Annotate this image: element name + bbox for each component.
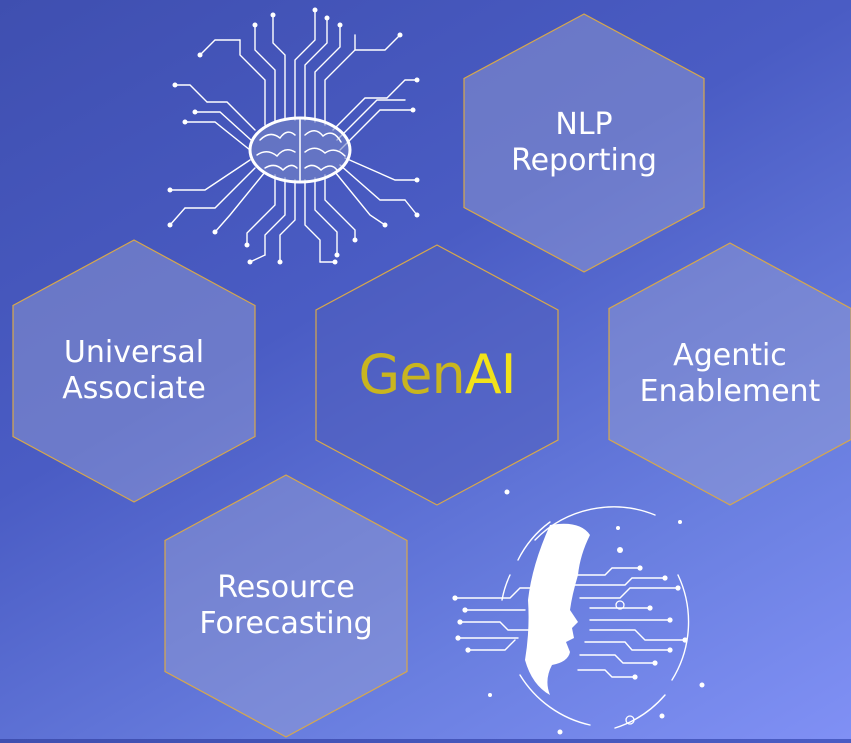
nlp-label-line2: Reporting bbox=[511, 143, 657, 178]
resource-label-line1: Resource bbox=[217, 570, 355, 605]
universal-label-line2: Associate bbox=[62, 371, 206, 406]
hexagon-shape bbox=[315, 244, 559, 506]
universal-label-line1: Universal bbox=[63, 335, 205, 370]
resource-label-line2: Forecasting bbox=[199, 606, 373, 641]
hexagon-nlp-reporting: NLP Reporting bbox=[463, 13, 705, 273]
hexagon-shape bbox=[463, 13, 705, 273]
agentic-label-line2: Enablement bbox=[639, 374, 821, 409]
hexagon-agentic-enablement: Agentic Enablement bbox=[608, 242, 851, 506]
hexagon-shape bbox=[12, 239, 256, 503]
hexagon-shape bbox=[164, 474, 408, 738]
agentic-label-line1: Agentic bbox=[673, 338, 787, 373]
genai-gen-text: Gen bbox=[358, 343, 465, 406]
ai-head-circuit-icon bbox=[440, 480, 730, 739]
genai-ai-text: AI bbox=[464, 343, 517, 406]
hexagon-resource-forecasting: Resource Forecasting bbox=[164, 474, 408, 738]
nlp-label-line1: NLP bbox=[555, 107, 613, 142]
hexagon-genai-center: GenAI bbox=[315, 244, 559, 506]
genai-title: GenAI bbox=[358, 343, 517, 406]
hexagon-universal-associate: Universal Associate bbox=[12, 239, 256, 503]
circuit-brain-icon bbox=[155, 0, 425, 270]
hexagon-shape bbox=[608, 242, 851, 506]
